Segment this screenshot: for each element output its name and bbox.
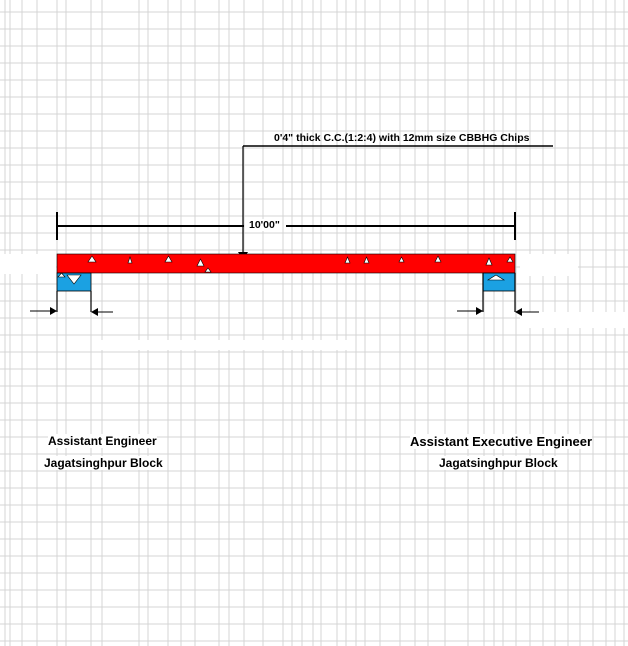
span-dimension-label: 10'00" bbox=[247, 219, 282, 231]
material-note-label: 0'4" thick C.C.(1:2:4) with 12mm size CB… bbox=[274, 132, 530, 144]
right-signatory-office: Jagatsinghpur Block bbox=[439, 456, 558, 470]
left-signatory-title: Assistant Engineer bbox=[48, 434, 157, 448]
leader-line bbox=[238, 145, 553, 260]
right-support bbox=[457, 272, 539, 316]
aggregate-chips bbox=[87, 255, 514, 273]
left-signatory-office: Jagatsinghpur Block bbox=[44, 456, 163, 470]
concrete-slab bbox=[56, 253, 516, 274]
left-support bbox=[30, 272, 113, 316]
span-dimension-line bbox=[56, 212, 516, 240]
right-signatory-title: Assistant Executive Engineer bbox=[410, 434, 593, 449]
